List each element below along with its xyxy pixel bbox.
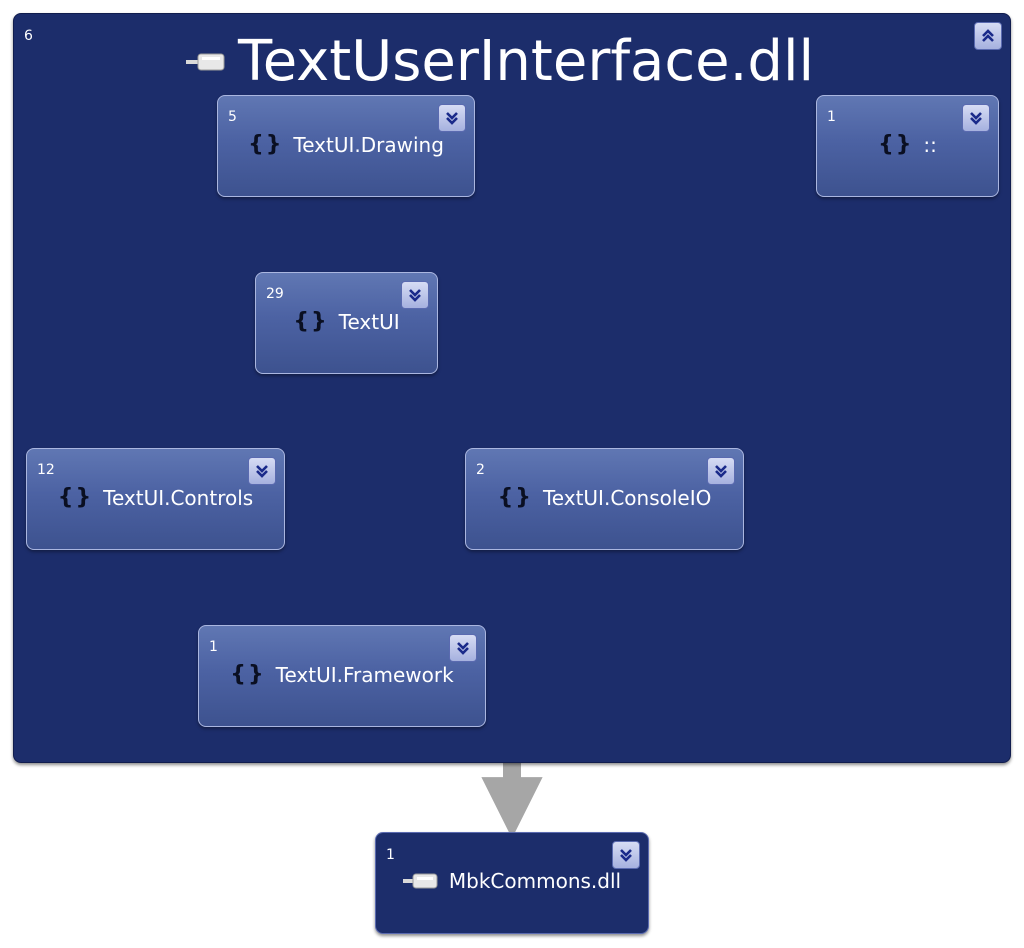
- assembly-title-row: TextUserInterface.dll: [186, 22, 814, 102]
- assembly-title: TextUserInterface.dll: [238, 29, 815, 94]
- namespace-braces-icon: {}: [497, 485, 533, 510]
- expand-button[interactable]: [962, 104, 990, 132]
- expand-chevron-icon: [446, 112, 458, 125]
- node-count: 12: [37, 462, 55, 478]
- expand-chevron-icon: [256, 465, 268, 478]
- expand-chevron-icon: [620, 849, 632, 862]
- external-assembly-node[interactable]: 1 MbkCommons.dll: [375, 832, 649, 934]
- collapse-chevron-icon: [982, 29, 994, 42]
- namespace-braces-icon: {}: [230, 662, 266, 687]
- expand-chevron-icon: [409, 289, 421, 302]
- expand-button[interactable]: [401, 281, 429, 309]
- collapse-button[interactable]: [974, 22, 1002, 50]
- node-label: TextUI: [338, 309, 400, 334]
- namespace-node-framework[interactable]: 1 {} TextUI.Framework: [198, 625, 486, 727]
- node-count: 29: [266, 286, 284, 302]
- expand-button[interactable]: [612, 841, 640, 869]
- assembly-icon: [402, 873, 438, 889]
- node-count: 1: [386, 847, 395, 863]
- node-count: 1: [827, 109, 836, 125]
- expand-button[interactable]: [438, 104, 466, 132]
- assembly-count: 6: [24, 28, 33, 44]
- namespace-braces-icon: {}: [293, 309, 329, 334]
- namespace-node-controls[interactable]: 12 {} TextUI.Controls: [26, 448, 285, 550]
- namespace-node-textui[interactable]: 29 {} TextUI: [255, 272, 438, 374]
- node-label: MbkCommons.dll: [448, 869, 622, 893]
- namespace-braces-icon: {}: [878, 132, 914, 157]
- node-count: 5: [228, 109, 237, 125]
- assembly-container[interactable]: 6 TextUserInterface.dll: [13, 13, 1011, 763]
- expand-button[interactable]: [449, 634, 477, 662]
- node-count: 1: [209, 639, 218, 655]
- expand-button[interactable]: [707, 457, 735, 485]
- namespace-braces-icon: {}: [57, 485, 94, 510]
- node-label: TextUI.Framework: [275, 662, 454, 687]
- node-label: ::: [923, 132, 937, 157]
- assembly-icon: [186, 53, 225, 71]
- expand-button[interactable]: [248, 457, 276, 485]
- namespace-node-drawing[interactable]: 5 {} TextUI.Drawing: [217, 95, 475, 197]
- node-count: 2: [476, 462, 485, 478]
- node-label: TextUI.Drawing: [293, 132, 444, 157]
- expand-chevron-icon: [715, 465, 727, 478]
- expand-chevron-icon: [970, 112, 982, 125]
- namespace-braces-icon: {}: [248, 132, 284, 157]
- node-label: TextUI.ConsoleIO: [542, 485, 712, 510]
- namespace-node-global[interactable]: 1 {} ::: [816, 95, 999, 197]
- node-label: TextUI.Controls: [103, 485, 254, 510]
- expand-chevron-icon: [457, 642, 469, 655]
- namespace-node-consoleio[interactable]: 2 {} TextUI.ConsoleIO: [465, 448, 744, 550]
